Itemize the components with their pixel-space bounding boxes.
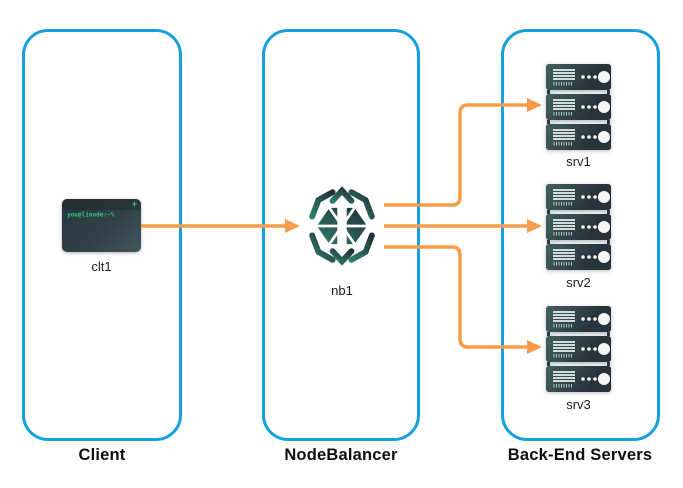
rack-rail-left xyxy=(547,240,550,244)
server-unit-icon xyxy=(546,214,611,240)
server-vent-lines xyxy=(553,311,575,322)
terminal-plus-icon: + xyxy=(131,199,137,209)
lane-label-nodebalancer: NodeBalancer xyxy=(284,446,398,464)
server-unit xyxy=(546,306,611,332)
server-unit xyxy=(546,336,611,362)
server-vent-lines xyxy=(553,69,575,80)
rack-rail-left xyxy=(547,90,550,94)
server-tick-row xyxy=(553,142,572,146)
rack-rail-right xyxy=(607,240,610,244)
server-knob xyxy=(598,251,610,263)
rack-rail-right xyxy=(607,210,610,214)
rack-slot xyxy=(553,91,604,95)
lane-label-backend-servers: Back-End Servers xyxy=(507,446,653,464)
srv1-node-label: srv1 xyxy=(566,154,591,169)
rack-rail-left xyxy=(547,120,550,124)
server-unit-icon xyxy=(546,94,611,120)
server-unit xyxy=(546,94,611,120)
server-dots xyxy=(581,225,597,229)
server-unit xyxy=(546,366,611,392)
server-dots xyxy=(581,75,597,79)
server-unit xyxy=(546,124,611,150)
server-vent-lines xyxy=(553,341,575,352)
client-terminal-icon: + you@linode:~% xyxy=(62,199,141,252)
server-unit xyxy=(546,214,611,240)
lane-backend-servers xyxy=(501,29,660,441)
server-knob xyxy=(598,71,610,83)
rack-slot xyxy=(553,333,604,337)
server-rack-gap xyxy=(546,90,611,95)
terminal-titlebar xyxy=(62,199,141,210)
lane-client xyxy=(22,29,182,441)
server-rack-gap xyxy=(546,240,611,245)
rack-rail-right xyxy=(607,362,610,366)
server-vent-lines xyxy=(553,129,575,140)
client-node-label: clt1 xyxy=(91,259,112,274)
server-unit-icon xyxy=(546,306,611,332)
server-dots xyxy=(581,347,597,351)
server-unit-icon xyxy=(546,64,611,90)
server-stack-srv1 xyxy=(546,64,611,150)
server-dots xyxy=(581,105,597,109)
terminal-prompt-text: you@linode:~% xyxy=(67,211,115,219)
rack-slot xyxy=(553,241,604,245)
lane-label-client: Client xyxy=(78,446,126,464)
server-tick-row xyxy=(553,202,572,206)
server-tick-row xyxy=(553,232,572,236)
server-vent-lines xyxy=(553,371,575,382)
server-rack-gap xyxy=(546,332,611,337)
rack-rail-left xyxy=(547,332,550,336)
server-vent-lines xyxy=(553,219,575,230)
rack-rail-left xyxy=(547,210,550,214)
lane-nodebalancer xyxy=(262,29,420,441)
server-unit-icon xyxy=(546,244,611,270)
server-dots xyxy=(581,195,597,199)
server-dots xyxy=(581,255,597,259)
server-vent-lines xyxy=(553,249,575,260)
srv2-node-label: srv2 xyxy=(566,275,591,290)
server-knob xyxy=(598,313,610,325)
server-unit xyxy=(546,244,611,270)
server-tick-row xyxy=(553,262,572,266)
server-rack-gap xyxy=(546,210,611,215)
server-knob xyxy=(598,101,610,113)
server-unit-icon xyxy=(546,336,611,362)
server-dots xyxy=(581,377,597,381)
server-rack-gap xyxy=(546,120,611,125)
rack-rail-right xyxy=(607,332,610,336)
server-unit xyxy=(546,64,611,90)
server-knob xyxy=(598,221,610,233)
server-dots xyxy=(581,135,597,139)
server-tick-row xyxy=(553,324,572,328)
server-unit-icon xyxy=(546,366,611,392)
server-tick-row xyxy=(553,354,572,358)
rack-rail-left xyxy=(547,362,550,366)
rack-rail-right xyxy=(607,120,610,124)
server-knob xyxy=(598,373,610,385)
server-stack-srv2 xyxy=(546,184,611,270)
server-knob xyxy=(598,191,610,203)
rack-slot xyxy=(553,363,604,367)
rack-slot xyxy=(553,121,604,125)
rack-slot xyxy=(553,211,604,215)
server-vent-lines xyxy=(553,99,575,110)
nodebalancer-node-label: nb1 xyxy=(331,283,353,298)
srv3-node-label: srv3 xyxy=(566,397,591,412)
server-unit-icon xyxy=(546,124,611,150)
rack-rail-right xyxy=(607,90,610,94)
server-knob xyxy=(598,343,610,355)
server-knob xyxy=(598,131,610,143)
server-tick-row xyxy=(553,384,572,388)
server-rack-gap xyxy=(546,362,611,367)
server-tick-row xyxy=(553,82,572,86)
server-dots xyxy=(581,317,597,321)
server-stack-srv3 xyxy=(546,306,611,392)
server-unit xyxy=(546,184,611,210)
server-tick-row xyxy=(553,112,572,116)
server-unit-icon xyxy=(546,184,611,210)
server-vent-lines xyxy=(553,189,575,200)
